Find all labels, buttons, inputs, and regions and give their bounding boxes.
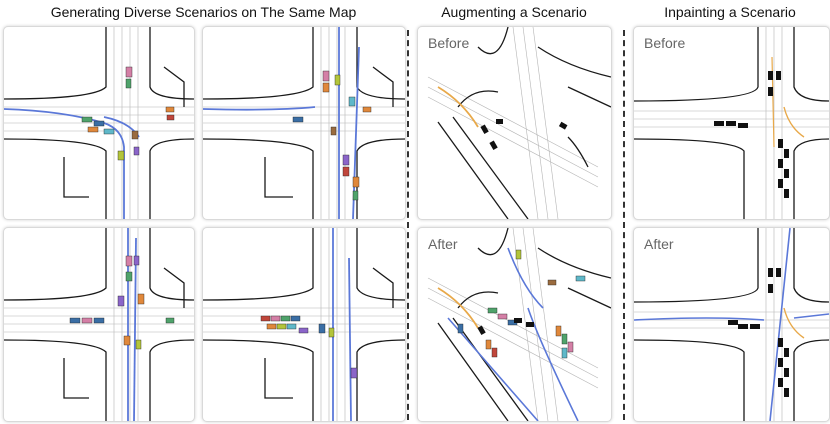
generated-scenario-3 <box>3 227 195 422</box>
scenario-map <box>203 228 405 421</box>
scenario-map <box>4 27 194 219</box>
scenario-map <box>634 27 829 219</box>
generated-scenario-4 <box>202 227 406 422</box>
augment-after-panel: After <box>417 227 612 422</box>
inpaint-before-panel: Before <box>633 26 830 220</box>
after-label: After <box>428 236 458 252</box>
after-label: After <box>644 236 674 252</box>
scenario-map <box>634 228 829 421</box>
scenario-map <box>427 228 611 421</box>
augment-before-panel: Before <box>417 26 612 220</box>
before-label: Before <box>428 35 470 51</box>
section-divider-right <box>623 30 625 420</box>
generating-title: Generating Diverse Scenarios on The Same… <box>50 4 357 20</box>
section-divider-left <box>407 30 409 420</box>
inpainting-title: Inpainting a Scenario <box>664 4 796 20</box>
scenario-map <box>427 27 611 219</box>
before-label: Before <box>644 35 686 51</box>
generated-scenario-1 <box>3 26 195 220</box>
generated-scenario-2 <box>202 26 406 220</box>
inpaint-after-panel: After <box>633 227 830 422</box>
scenario-map <box>4 228 194 421</box>
scenario-map <box>203 27 405 219</box>
augmenting-title: Augmenting a Scenario <box>441 4 587 20</box>
